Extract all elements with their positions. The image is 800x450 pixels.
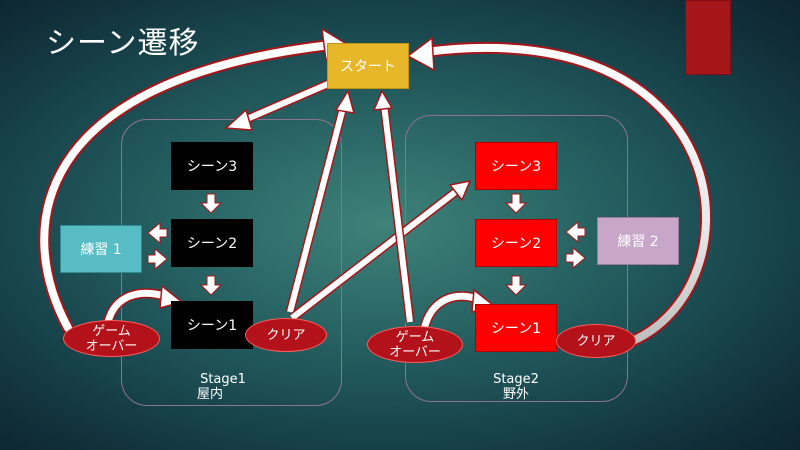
- stage1-label: Stage1 屋内: [183, 372, 263, 402]
- stage2-arrow-practice-to-scene2: [565, 220, 586, 244]
- arrow-start-to-stage1: [224, 79, 330, 131]
- stage1-name: Stage1: [200, 372, 246, 387]
- stage1-scene2-node[interactable]: シーン2: [171, 219, 253, 267]
- slide-title: シーン遷移: [46, 26, 200, 61]
- stage2-arrow-scene2-to-practice: [565, 246, 586, 270]
- stage1-clear-label: クリア: [266, 327, 306, 343]
- stage2-clear-ellipse[interactable]: クリア: [556, 324, 636, 358]
- arrow-stage1-clear-to-start: [285, 89, 356, 314]
- stage1-arrow-scene2-to-practice: [147, 221, 168, 245]
- stage1-scene3-label: シーン3: [186, 159, 238, 175]
- start-node-label: スタート: [340, 59, 396, 75]
- stage1-down-arrow-3-to-2: [199, 193, 223, 214]
- stage2-gameover-label: ゲームオーバー: [389, 329, 441, 360]
- stage2-name: Stage2: [493, 372, 539, 387]
- stage2-scene1-node[interactable]: シーン1: [475, 304, 557, 352]
- stage1-arrow-practice-to-scene2: [147, 247, 168, 271]
- stage1-practice-node[interactable]: 練習 1: [60, 225, 142, 273]
- stage2-scene2-label: シーン2: [490, 236, 542, 252]
- stage2-down-arrow-2-to-1: [504, 275, 528, 296]
- stage2-clear-label: クリア: [576, 333, 616, 349]
- stage2-down-arrow-3-to-2: [504, 193, 528, 214]
- arrow-stage1-clear-to-stage2: [289, 179, 472, 322]
- stage2-gameover-ellipse[interactable]: ゲームオーバー: [367, 326, 463, 363]
- stage2-practice-node[interactable]: 練習 2: [597, 217, 679, 265]
- arc-stage2-clear-to-start: [406, 36, 712, 351]
- stage1-gameover-label: ゲームオーバー: [85, 323, 138, 354]
- stage1-subname: 屋内: [197, 387, 224, 402]
- stage1-scene2-label: シーン2: [186, 236, 238, 252]
- stage2-scene2-node[interactable]: シーン2: [475, 219, 557, 267]
- stage2-scene3-label: シーン3: [490, 159, 542, 175]
- stage2-scene3-node[interactable]: シーン3: [475, 142, 557, 190]
- stage2-subname: 野外: [502, 387, 529, 402]
- stage1-scene1-label: シーン1: [186, 318, 238, 334]
- arrow-stage2-gameover-to-start: [372, 89, 415, 323]
- corner-accent-tab: [685, 0, 731, 75]
- stage1-scene3-node[interactable]: シーン3: [171, 142, 253, 190]
- stage1-gameover-ellipse[interactable]: ゲームオーバー: [63, 320, 160, 357]
- stage1-down-arrow-2-to-1: [199, 275, 223, 296]
- stage2-label: Stage2 野外: [476, 372, 556, 402]
- stage2-scene1-label: シーン1: [490, 321, 542, 337]
- stage1-practice-label: 練習 1: [80, 242, 122, 258]
- start-node[interactable]: スタート: [327, 43, 409, 89]
- stage2-practice-label: 練習 2: [617, 234, 659, 250]
- stage1-scene1-node[interactable]: シーン1: [171, 301, 253, 349]
- stage1-clear-ellipse[interactable]: クリア: [245, 318, 327, 352]
